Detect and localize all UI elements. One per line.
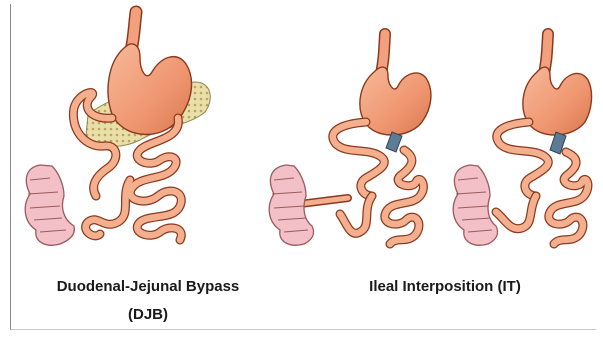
it-figure-b bbox=[453, 34, 591, 245]
djb-caption: Duodenal-Jejunal Bypass (DJB) bbox=[18, 276, 278, 326]
djb-caption-line2: (DJB) bbox=[18, 304, 278, 326]
it-caption: Ileal Interposition (IT) bbox=[330, 276, 560, 298]
djb-figure bbox=[25, 12, 210, 245]
it-b-stomach bbox=[523, 67, 592, 135]
it-caption-line1: Ileal Interposition (IT) bbox=[330, 276, 560, 298]
it-a-stomach bbox=[360, 67, 431, 135]
djb-colon bbox=[25, 165, 74, 245]
it-b-colon bbox=[453, 165, 497, 245]
djb-caption-line1: Duodenal-Jejunal Bypass bbox=[18, 276, 278, 298]
it-figure-a bbox=[269, 34, 431, 245]
